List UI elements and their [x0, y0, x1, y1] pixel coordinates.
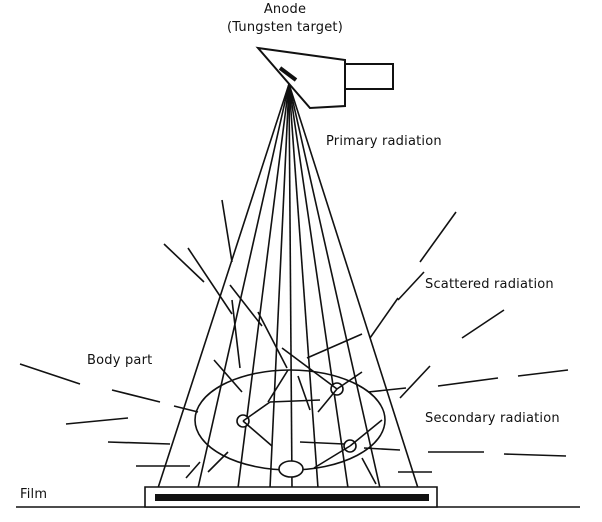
scatter-ray	[214, 360, 242, 392]
film-label: Film	[20, 487, 48, 502]
scatter-ray	[243, 421, 272, 446]
scatter-ray	[258, 312, 287, 368]
beam-line	[289, 84, 292, 488]
scatter-ray	[462, 310, 504, 338]
primary-radiation-label: Primary radiation	[326, 134, 442, 149]
scattered-rays-outer	[370, 212, 504, 398]
scatter-point	[279, 461, 303, 477]
tungsten-target	[280, 68, 296, 80]
scatter-ray	[400, 366, 430, 398]
secondary-ray	[174, 406, 198, 412]
secondary-ray	[112, 390, 160, 402]
secondary-ray	[300, 442, 344, 444]
beam-line	[289, 84, 380, 488]
secondary-ray	[368, 388, 406, 392]
scatter-ray	[282, 348, 337, 389]
scatter-ray	[307, 334, 362, 358]
scatter-ray	[362, 458, 376, 484]
scatter-ray	[420, 212, 456, 262]
secondary-ray	[518, 370, 568, 376]
beam-line	[289, 84, 418, 488]
scatter-ray	[398, 272, 424, 300]
tungsten-target-label: (Tungsten target)	[226, 20, 343, 35]
secondary-ray	[504, 454, 566, 456]
body-part-label: Body part	[87, 353, 153, 368]
scatter-ray	[337, 372, 362, 389]
scatter-ray	[230, 285, 262, 326]
scatter-ray	[208, 452, 228, 472]
film-strip	[155, 494, 429, 501]
scatter-ray	[370, 298, 398, 338]
scatter-ray	[318, 389, 337, 412]
scatter-ray	[164, 244, 204, 282]
anode-body	[258, 48, 345, 108]
tube-neck	[345, 64, 393, 89]
secondary-ray	[364, 448, 400, 450]
secondary-ray	[66, 418, 128, 424]
secondary-ray	[270, 400, 320, 402]
scatter-ray	[222, 200, 232, 262]
secondary-ray	[108, 442, 170, 444]
secondary-ray	[438, 378, 498, 386]
beam-line	[238, 84, 289, 488]
secondary-rays	[20, 364, 568, 472]
scatter-ray	[188, 248, 232, 314]
scatter-ray	[350, 420, 382, 446]
anode-label: Anode	[263, 2, 307, 17]
beam-line	[289, 84, 318, 488]
scatter-ray	[268, 370, 288, 402]
secondary-radiation-label: Secondary radiation	[425, 411, 560, 426]
beam-line	[289, 84, 348, 488]
beam-line	[198, 84, 289, 488]
primary-beam	[158, 84, 418, 488]
secondary-ray	[20, 364, 80, 384]
xray-tube	[258, 48, 393, 108]
scattered-rays	[164, 200, 382, 484]
scatter-ray	[232, 300, 240, 368]
body-part-ellipse	[195, 370, 385, 470]
beam-line	[270, 84, 289, 488]
scatter-ray	[298, 376, 310, 410]
scattered-radiation-label: Scattered radiation	[425, 277, 554, 292]
scatter-ray	[243, 402, 270, 421]
film-cassette	[16, 487, 580, 507]
beam-line	[158, 84, 289, 488]
scatter-ray	[314, 446, 350, 468]
scatter-ray	[186, 462, 200, 478]
